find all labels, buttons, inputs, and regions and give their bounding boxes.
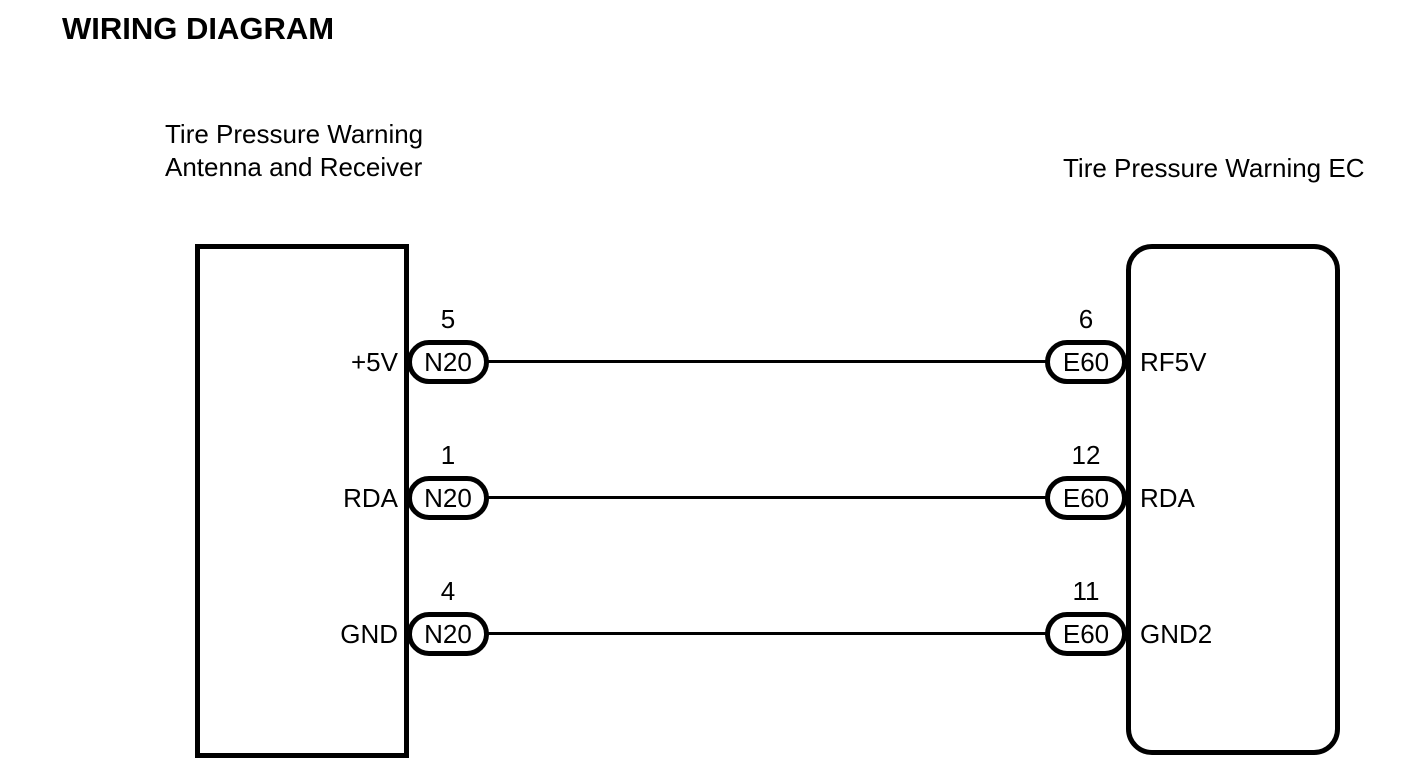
wire-line <box>487 496 1047 499</box>
connector-pill-right: E60 <box>1045 612 1127 656</box>
pin-number-right: 6 <box>1078 304 1094 334</box>
signal-label-left: RDA <box>343 483 398 513</box>
signal-label-left: GND <box>340 619 398 649</box>
signal-label-right: RF5V <box>1140 347 1207 377</box>
wire-line <box>487 632 1047 635</box>
connector-pill-left: N20 <box>407 340 489 384</box>
signal-label-right: GND2 <box>1140 619 1213 649</box>
wire-line <box>487 360 1047 363</box>
pin-number-left: 4 <box>440 576 456 606</box>
page-title: WIRING DIAGRAM <box>62 11 335 46</box>
connector-pill-right: E60 <box>1045 476 1127 520</box>
pin-number-left: 1 <box>440 440 456 470</box>
connector-pill-left: N20 <box>407 612 489 656</box>
pin-number-left: 5 <box>440 304 456 334</box>
right-component-box <box>1126 244 1340 755</box>
left-component-label: Tire Pressure Warning Antenna and Receiv… <box>165 118 423 184</box>
left-component-label-line2: Antenna and Receiver <box>165 152 423 182</box>
connector-pill-right: E60 <box>1045 340 1127 384</box>
left-component-label-line1: Tire Pressure Warning <box>165 119 424 149</box>
pin-number-right: 12 <box>1071 440 1101 470</box>
signal-label-right: RDA <box>1140 483 1195 513</box>
pin-number-right: 11 <box>1072 576 1100 606</box>
left-component-box <box>195 244 409 758</box>
signal-label-left: +5V <box>351 347 398 377</box>
connector-pill-left: N20 <box>407 476 489 520</box>
right-component-label: Tire Pressure Warning EC <box>1063 153 1365 183</box>
